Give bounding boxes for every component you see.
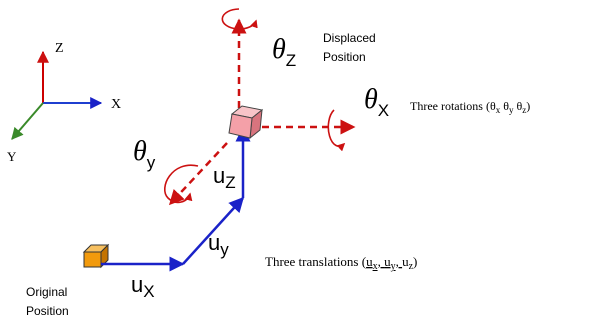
theta-z-label: θZ bbox=[272, 34, 296, 70]
rotation-arcs bbox=[163, 8, 346, 204]
x-axis-label: X bbox=[111, 97, 121, 112]
translation-path bbox=[101, 126, 251, 272]
theta-z-rotation-icon bbox=[221, 8, 258, 30]
uy-arrow bbox=[182, 196, 245, 265]
three-translations-caption: Three translations (ux, uy, uz) bbox=[265, 254, 417, 272]
original-position-label: Original Position bbox=[26, 285, 71, 318]
theta-y-axis bbox=[168, 142, 228, 206]
y-axis-label: Y bbox=[7, 149, 17, 164]
u-z-label: uZ bbox=[213, 163, 236, 192]
y-axis-arrow bbox=[11, 102, 44, 140]
theta-x-label: θX bbox=[364, 84, 389, 120]
u-x-label: uX bbox=[131, 272, 155, 301]
displaced-position-label: Displaced Position bbox=[323, 31, 379, 64]
coordinate-axes: Z X Y bbox=[7, 41, 121, 164]
z-axis-label: Z bbox=[55, 41, 64, 56]
u-y-label: uy bbox=[208, 230, 229, 259]
theta-y-label: θy bbox=[133, 136, 156, 172]
rotation-axes bbox=[168, 18, 356, 206]
original-box bbox=[82, 243, 110, 269]
theta-x-rotation-icon bbox=[327, 109, 346, 152]
displaced-box bbox=[228, 105, 264, 140]
three-rotations-caption: Three rotations (θx θy θz) bbox=[410, 99, 530, 115]
theta-y-rotation-icon bbox=[163, 164, 199, 204]
